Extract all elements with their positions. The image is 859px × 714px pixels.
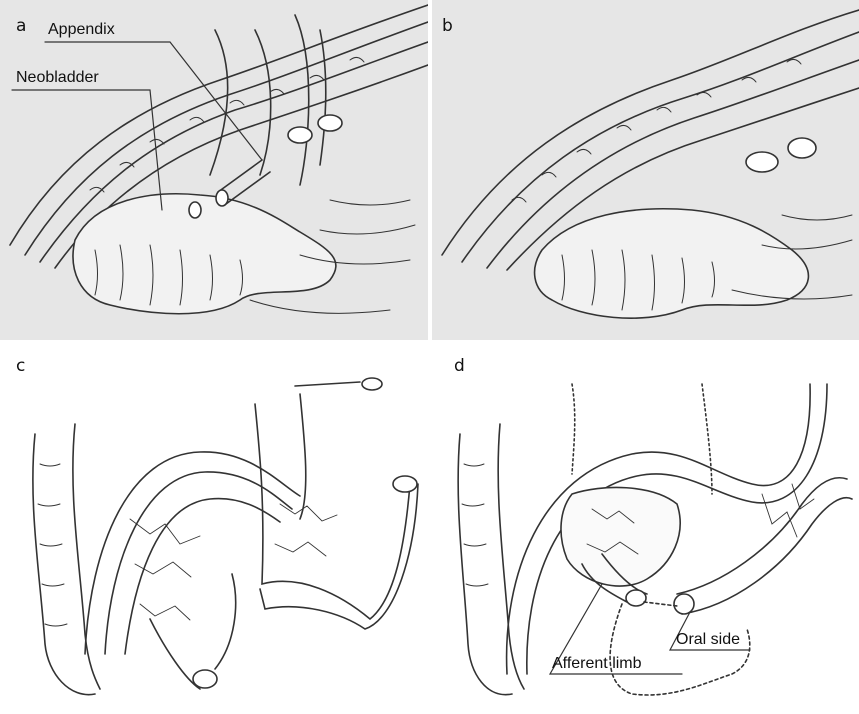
panel-a: a Appendix Neobladder bbox=[0, 0, 428, 340]
appendix-label: Appendix bbox=[48, 22, 115, 38]
panel-b-illustration bbox=[432, 0, 859, 340]
panel-a-illustration bbox=[0, 0, 428, 340]
panel-c: c bbox=[0, 344, 428, 714]
panel-a-letter: a bbox=[16, 18, 26, 35]
panel-c-illustration bbox=[0, 344, 428, 714]
afferent-limb-label: Afferent limb bbox=[552, 656, 642, 672]
panel-d-illustration bbox=[432, 344, 859, 714]
panel-c-letter: c bbox=[16, 358, 25, 375]
panel-b-letter: b bbox=[442, 18, 453, 35]
panel-d: d Afferent limb Oral side bbox=[432, 344, 859, 714]
panel-d-letter: d bbox=[454, 358, 465, 375]
panel-b: b bbox=[432, 0, 859, 340]
neobladder-label: Neobladder bbox=[16, 70, 99, 86]
oral-side-label: Oral side bbox=[676, 632, 740, 648]
